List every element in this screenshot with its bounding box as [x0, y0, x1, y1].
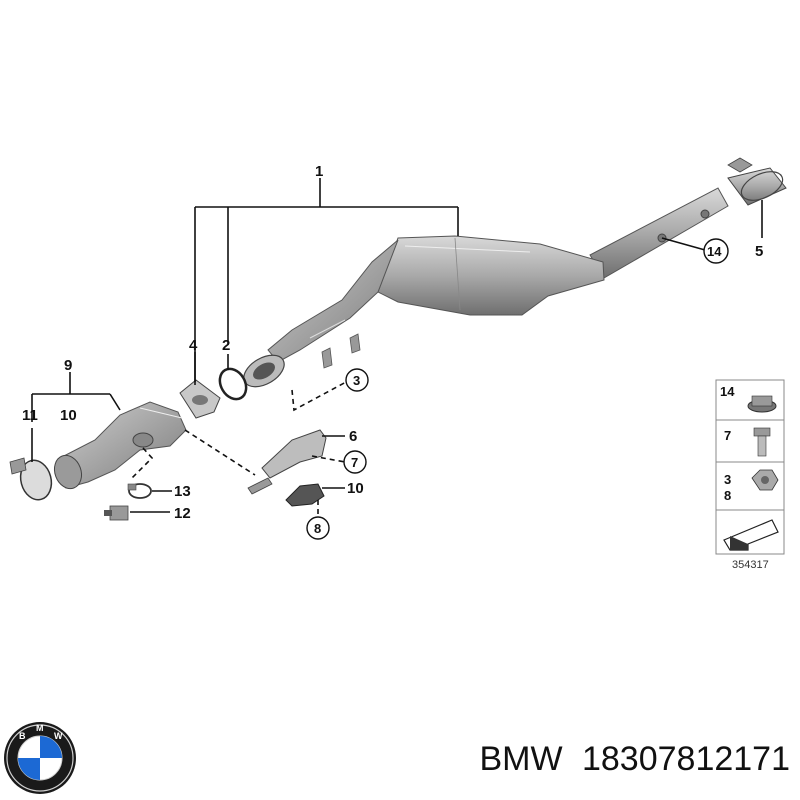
support-bracket[interactable]	[247, 429, 327, 495]
catalytic-converter[interactable]	[238, 187, 729, 393]
nut-icon	[751, 469, 779, 491]
callout-3: 3	[353, 373, 360, 388]
rubber-mount[interactable]	[285, 483, 325, 507]
brand-name: BMW	[479, 740, 563, 778]
part-number: 18307812171	[581, 740, 790, 778]
leader-lines	[31, 178, 763, 518]
temperature-sensor[interactable]	[104, 505, 129, 521]
callout-10-a: 10	[60, 407, 77, 424]
front-clamp[interactable]	[9, 457, 56, 503]
arrow-icon	[723, 519, 779, 551]
svg-text:B: B	[19, 731, 26, 741]
legend-label-8: 8	[724, 488, 731, 503]
svg-text:M: M	[36, 723, 44, 733]
legend-label-7: 7	[724, 428, 731, 443]
callout-10-b: 10	[347, 480, 364, 497]
fastener-legend: 14 7 3 8 354317	[715, 379, 785, 571]
legend-label-14: 14	[720, 384, 735, 399]
callout-11: 11	[22, 407, 38, 424]
diagram-code: 354317	[732, 559, 769, 571]
callout-5: 5	[755, 243, 763, 260]
callout-2: 2	[222, 337, 230, 354]
pipe-clamp[interactable]	[727, 157, 787, 206]
front-pipe[interactable]	[50, 401, 187, 492]
sensor-clamp[interactable]	[127, 483, 152, 499]
callout-4: 4	[189, 337, 198, 354]
callout-13: 13	[174, 483, 191, 500]
callout-7: 7	[351, 455, 358, 470]
flange-gasket[interactable]	[179, 379, 221, 419]
bolt-icon	[753, 427, 771, 457]
callout-12: 12	[174, 505, 191, 522]
callout-14: 14	[707, 244, 722, 259]
sealing-ring[interactable]	[215, 364, 252, 404]
callout-9: 9	[64, 357, 72, 374]
part-title: BMW 18307812171	[410, 740, 790, 784]
callout-8: 8	[314, 521, 321, 536]
bmw-logo: B M W	[4, 722, 76, 794]
callout-6: 6	[349, 428, 357, 445]
callout-labels: 1 4 2 5 9 10 11 13 12 6 10 3 7 8 14	[22, 163, 763, 540]
callout-1: 1	[315, 163, 323, 180]
rubber-grommet-icon	[747, 395, 777, 413]
svg-text:W: W	[54, 731, 63, 741]
legend-label-3: 3	[724, 472, 731, 487]
